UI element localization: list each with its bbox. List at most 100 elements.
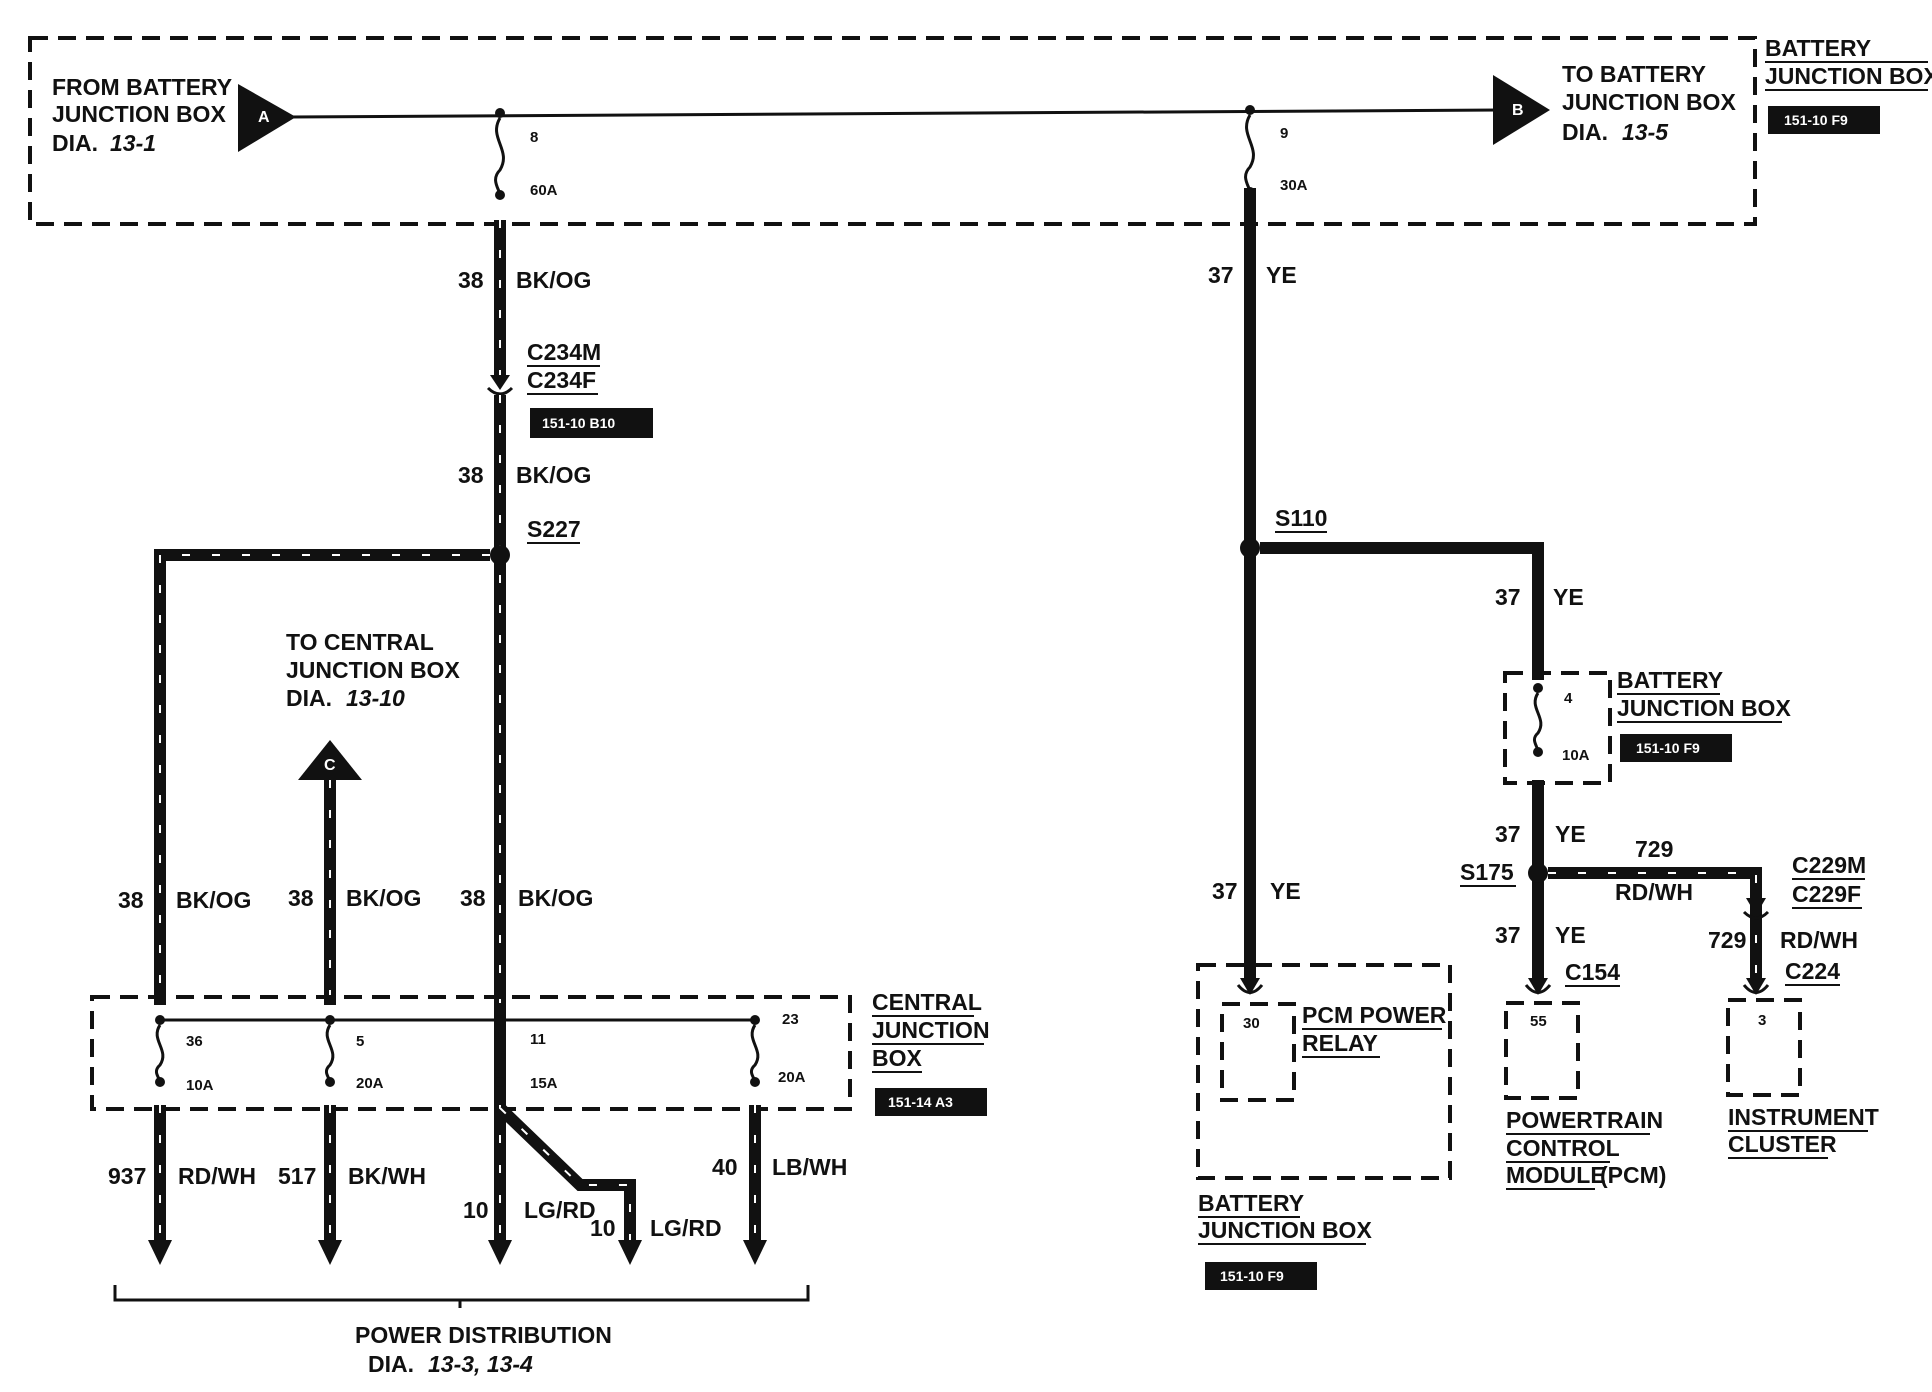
central-fuses [154,1015,760,1087]
connector-c-label: C [324,757,336,774]
fuse-4-icon [1532,692,1543,753]
w729-num: 729 [1635,836,1673,862]
bjb2-title-1: BATTERY [1617,667,1723,693]
power-dist-bracket [113,1285,810,1302]
w37d-color: YE [1555,821,1586,847]
fuse-36-icon [154,1024,165,1083]
c234m-arrow [490,375,510,390]
fuse-9-num: 9 [1280,125,1288,142]
from-bjb-line1: FROM BATTERY [52,74,232,100]
connector-c-arrow [298,740,362,780]
w729-color: RD/WH [1615,879,1693,905]
w37e-color: YE [1555,922,1586,948]
cjb-ref: 151-14 A3 [888,1094,953,1110]
c154-label: C154 [1565,959,1620,985]
power-dist-dia: DIA. [368,1351,414,1377]
s110-label: S110 [1275,505,1327,531]
fuse-8-num: 8 [530,129,538,146]
relay-bjb-ref: 151-10 F9 [1220,1268,1284,1284]
fuse-4-amp: 10A [1562,747,1590,764]
relay-bjb-title-1: BATTERY [1198,1190,1304,1216]
o1-color: RD/WH [178,1163,256,1189]
o3-num: 10 [463,1197,489,1223]
cluster-line2: CLUSTER [1728,1131,1837,1157]
fuse-8-icon [494,117,505,196]
fuse-5-icon [324,1024,335,1083]
bjb-top-ref-badge [1768,106,1880,134]
w37a-num: 37 [1208,262,1234,288]
bjb-top-ref: 151-10 F9 [1784,112,1848,128]
pcm-line3: MODULE [1506,1162,1606,1188]
fuse-11-num: 11 [530,1031,546,1048]
w38c-color: BK/OG [176,887,251,913]
o4-color: LG/RD [650,1215,722,1241]
c229f-label: C229F [1792,881,1861,907]
relay-bjb-box [1196,963,1452,1180]
cluster-pin: 3 [1758,1012,1766,1029]
w37c-num: 37 [1212,878,1238,904]
bjb2-ref: 151-10 F9 [1636,740,1700,756]
cluster-line1: INSTRUMENT [1728,1104,1879,1130]
fuse-5-num: 5 [356,1033,364,1050]
to-central-line2: JUNCTION BOX [286,657,460,683]
cjb-title-1: CENTRAL [872,989,982,1015]
fuse-36-num: 36 [186,1033,203,1050]
relay-bjb-ref-badge [1205,1262,1317,1290]
relay-bjb-title-2: JUNCTION BOX [1198,1217,1372,1243]
cjb-title-2: JUNCTION [872,1017,990,1043]
w729b-color: RD/WH [1780,927,1858,953]
splice-s175 [1528,863,1548,883]
w38c-num: 38 [118,887,144,913]
o4-num: 10 [590,1215,616,1241]
o5-num: 40 [712,1154,738,1180]
w37a-color: YE [1266,262,1297,288]
c234-ref-badge [530,408,653,438]
fuse-4-num: 4 [1564,690,1573,707]
fuse-8-amp: 60A [530,182,558,199]
o2-num: 517 [278,1163,316,1189]
fuse-23-num: 23 [782,1011,799,1028]
to-central-dia: DIA. [286,685,332,711]
wire-729 [1548,867,1762,980]
from-bjb-dia-num: 13-1 [110,130,156,156]
to-central-dia-num: 13-10 [346,685,405,711]
wire-37-branch-right [1260,542,1544,680]
c234f-label: C234F [527,367,596,393]
power-dist-title: POWER DISTRIBUTION [355,1322,612,1348]
s227-label: S227 [527,516,581,542]
battery-junction-box-top [28,36,1757,226]
o1-num: 937 [108,1163,146,1189]
cjb-ref-badge [875,1088,987,1116]
fuse-9-amp: 30A [1280,177,1308,194]
w37c-color: YE [1270,878,1301,904]
w37d-num: 37 [1495,821,1521,847]
w38d-num: 38 [288,885,314,911]
c234m-label: C234M [527,339,601,365]
s175-label: S175 [1460,859,1514,885]
splice-s110 [1240,538,1260,558]
bjb-fuse4-box [1503,671,1612,785]
to-bjb-dia: DIA. [1562,119,1608,145]
w38a-color: BK/OG [516,267,591,293]
fuse-23-icon [749,1024,760,1083]
pcm-line2: CONTROL [1506,1135,1620,1161]
to-bjb-dia-num: 13-5 [1622,119,1669,145]
w38d-color: BK/OG [346,885,421,911]
w729b-num: 729 [1708,927,1746,953]
w38e-color: BK/OG [518,885,593,911]
top-bus-wire [289,108,1501,119]
fuse-23-amp: 20A [778,1069,806,1086]
w38b-color: BK/OG [516,462,591,488]
c224-label: C224 [1785,958,1840,984]
w38b-num: 38 [458,462,484,488]
w37e-num: 37 [1495,922,1521,948]
pcm-box [1504,1001,1580,1100]
bjb2-ref-badge [1620,734,1732,762]
c229m-label: C229M [1792,852,1866,878]
central-junction-box [90,995,852,1111]
to-central-line1: TO CENTRAL [286,629,434,655]
output-wires [148,1103,767,1265]
relay-line2: RELAY [1302,1030,1378,1056]
o2-color: BK/WH [348,1163,426,1189]
